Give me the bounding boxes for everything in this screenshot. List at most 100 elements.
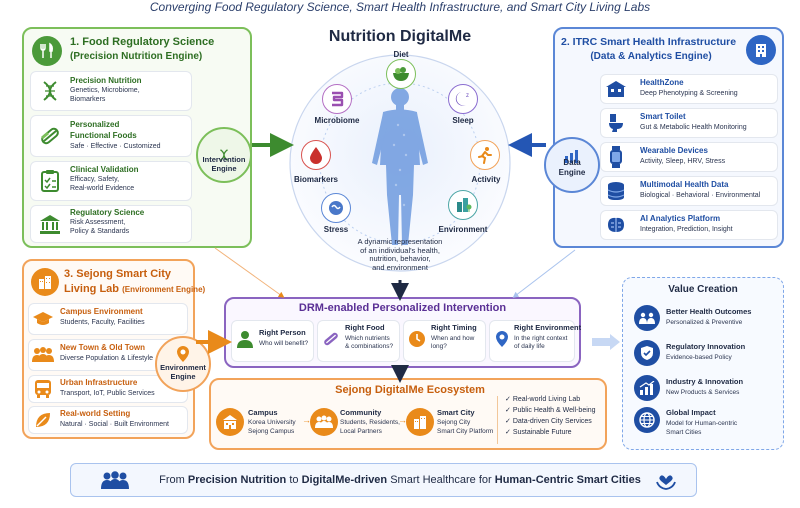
data-engine-label: Engine <box>558 168 586 177</box>
sejong-item-title: Urban Infrastructure <box>60 378 138 387</box>
ecosystem-item-title: Campus <box>248 408 278 417</box>
drm-item-line: Who will benefit? <box>259 340 309 347</box>
food-item-regulatory-science <box>30 205 192 243</box>
checklist-item-label: Real-world Living Lab <box>512 396 581 403</box>
value-item-title: Global Impact <box>666 408 716 417</box>
food-item-line: Risk Assessment, <box>70 219 126 226</box>
checklist-item: ✓ Sustainable Future <box>505 429 596 437</box>
food-item-line: Efficacy, Safety, <box>70 176 120 183</box>
bar-chart-icon <box>565 150 578 163</box>
intervention-engine-label: Engine <box>211 164 237 173</box>
checklist-item-label: Data-driven City Services <box>512 418 592 426</box>
itrc-item-multimodal-data <box>600 176 778 206</box>
city-icon <box>31 268 59 296</box>
footer-part: to <box>286 474 302 486</box>
checklist-item: ✓ Public Health & Well-being <box>505 407 596 415</box>
database-icon <box>604 179 628 203</box>
ecosystem-item-line: Sejong City <box>437 419 471 426</box>
check-icon: ✓ <box>505 407 513 415</box>
arrow-right-icon: → <box>398 415 407 425</box>
food-item-line: Real-world Evidence <box>70 185 135 192</box>
microbiome-node-icon <box>322 84 352 114</box>
drm-item-title: Right Environment <box>514 323 582 332</box>
caption-line: nutrition, behavior, <box>369 254 431 264</box>
sejong-panel-title-line2: Living Lab (Environment Engine) <box>64 283 205 296</box>
food-item-line: Genetics, Microbiome, <box>70 87 140 94</box>
environment-node-icon <box>448 190 478 220</box>
stress-node-label: Stress <box>323 225 349 234</box>
dna-icon <box>220 149 228 161</box>
sejong-item-title: New Town & Old Town <box>60 343 146 352</box>
environment-engine-label: Engine <box>170 372 196 381</box>
drm-item-title: Right Timing <box>431 323 477 332</box>
itrc-item-line: Deep Phenotyping & Screening <box>640 90 738 97</box>
sejong-item-line: Natural · Social · Built Environment <box>60 421 169 428</box>
environment-engine-label: Environment <box>160 363 206 372</box>
microbiome-node-label: Microbiome <box>314 116 360 125</box>
capsule-icon <box>319 327 343 351</box>
food-item-title: Clinical Validation <box>70 165 139 174</box>
building-icon <box>746 35 776 65</box>
itrc-item-title: Smart Toilet <box>640 112 686 121</box>
sejong-title-part: Living Lab <box>64 283 119 295</box>
checklist-item-label: Public Health & Well-being <box>512 407 596 415</box>
check-icon: ✓ <box>505 396 513 403</box>
campus-building-icon <box>216 408 244 436</box>
checklist-item: ✓ Data-driven City Services <box>505 418 596 426</box>
ecosystem-item-line: Korea University <box>248 419 296 426</box>
itrc-panel-title: 2. ITRC Smart Health Infrastructure <box>561 36 737 48</box>
itrc-item-line: Gut & Metabolic Health Monitoring <box>640 124 747 131</box>
food-item-line: Safe · Effective · Customized <box>70 143 161 150</box>
data-engine-label: Data <box>563 158 581 167</box>
footer-part-bold: Human-Centric Smart Cities <box>494 474 641 486</box>
globe-icon <box>634 407 660 433</box>
itrc-item-line: Integration, Prediction, Insight <box>640 226 733 233</box>
footer-part-bold: DigitalMe-driven <box>301 474 388 486</box>
toilet-icon <box>604 111 628 135</box>
drm-item-line: Which nutrients <box>345 335 390 342</box>
clinic-icon <box>604 77 628 101</box>
heart-hands-icon <box>654 468 678 492</box>
intervention-engine-badge <box>196 127 252 183</box>
connector-food-to-drm <box>214 247 285 298</box>
food-item-title: Regulatory Science <box>70 208 145 217</box>
fork-knife-icon <box>32 36 62 66</box>
leaf-icon <box>31 408 55 432</box>
clock-icon <box>405 327 429 351</box>
ecosystem-divider <box>497 396 498 444</box>
growth-chart-icon <box>634 375 660 401</box>
itrc-item-wearables <box>600 142 778 172</box>
ecosystem-item-line: Local Partners <box>340 428 382 435</box>
value-item-line: Evidence-based Policy <box>666 354 732 361</box>
people-icon <box>634 305 660 331</box>
capsule-icon <box>35 121 65 151</box>
bus-icon <box>31 377 55 401</box>
value-creation-title: Value Creation <box>668 284 738 295</box>
person-icon <box>233 327 257 351</box>
activity-node-label: Activity <box>471 175 501 184</box>
dna-icon <box>35 76 65 106</box>
sejong-item-title: Real-world Setting <box>60 409 131 418</box>
page-title: Converging Food Regulatory Science, Smar… <box>149 0 651 14</box>
graduation-cap-icon <box>31 307 55 331</box>
ecosystem-panel-title: Sejong DigitalMe Ecosystem <box>335 384 485 396</box>
ecosystem-item-title: Smart City <box>437 408 475 417</box>
food-item-line: Policy & Standards <box>70 228 130 235</box>
food-item-line: Biomarkers <box>70 96 106 103</box>
sleep-node-label: Sleep <box>452 116 474 125</box>
value-item-title: Better Health Outcomes <box>666 307 752 316</box>
footer-banner <box>70 463 697 497</box>
value-item-title: Regulatory Innovation <box>666 342 746 351</box>
sleep-node-icon: z <box>448 84 478 114</box>
footer-part-bold: Precision Nutrition <box>187 474 287 486</box>
itrc-item-title: Wearable Devices <box>640 146 708 155</box>
value-item-line: Personalized & Preventive <box>666 319 743 326</box>
drm-panel-title: DRM-enabled Personalized Intervention <box>298 302 507 314</box>
itrc-item-title: HealthZone <box>640 78 684 87</box>
data-engine-badge <box>544 137 600 193</box>
drm-item-title: Right Food <box>345 323 385 332</box>
ecosystem-item-line: Smart City Platform <box>437 428 494 435</box>
institution-icon <box>35 209 65 239</box>
check-icon: ✓ <box>505 418 513 426</box>
